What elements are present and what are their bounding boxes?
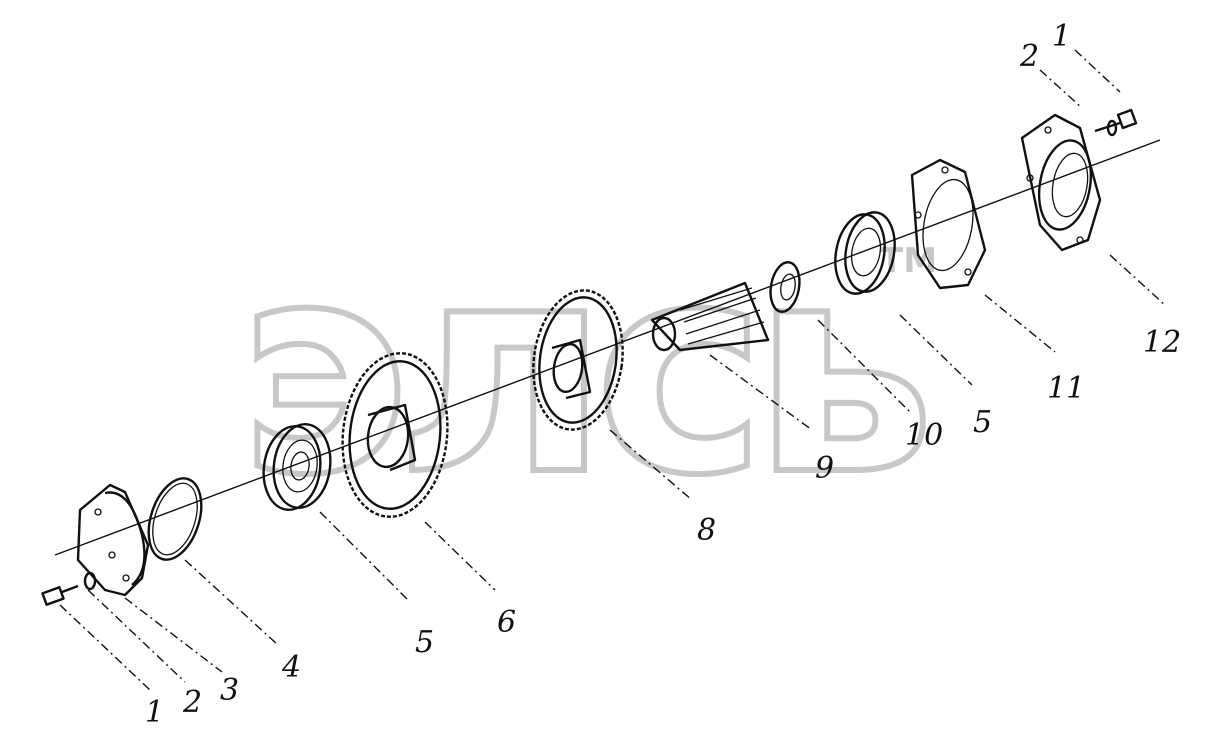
callout-labels: 1 2 3 4 5 6 8 9 10 5 11 12 2 1: [145, 19, 1181, 730]
end-cover-left: [76, 483, 150, 597]
spacer-ring: [769, 261, 801, 313]
label-4: 4: [281, 650, 301, 685]
bearing-cap-right: [1020, 113, 1102, 252]
label-5-left: 5: [415, 625, 434, 660]
bearing-right: [834, 211, 896, 295]
label-12: 12: [1143, 325, 1181, 360]
label-3: 3: [220, 673, 239, 708]
washer-left: [83, 571, 97, 591]
label-8: 8: [697, 513, 716, 548]
label-9: 9: [815, 451, 834, 486]
leader-lines: [59, 49, 1166, 691]
watermark-text: элсь: [238, 202, 924, 539]
bearing-left: [262, 423, 332, 511]
watermark: элсь TM: [235, 199, 941, 542]
second-gear: [532, 289, 624, 431]
bolt-right: [1094, 108, 1138, 133]
label-2-right: 2: [1019, 39, 1039, 74]
large-gear: [341, 352, 449, 518]
label-2-left: 2: [182, 685, 202, 720]
assembly-axis: [54, 139, 1161, 556]
splined-shaft: [650, 281, 770, 352]
watermark-trademark: TM: [880, 241, 937, 281]
o-ring: [147, 477, 203, 561]
gasket: [910, 158, 987, 290]
label-1-left: 1: [145, 695, 164, 730]
bolt-left: [41, 584, 79, 606]
label-6: 6: [497, 605, 516, 640]
label-5-right: 5: [973, 405, 992, 440]
washer-right: [1106, 119, 1118, 137]
label-11: 11: [1047, 371, 1085, 406]
label-10: 10: [905, 418, 943, 453]
label-1-right: 1: [1052, 19, 1071, 54]
